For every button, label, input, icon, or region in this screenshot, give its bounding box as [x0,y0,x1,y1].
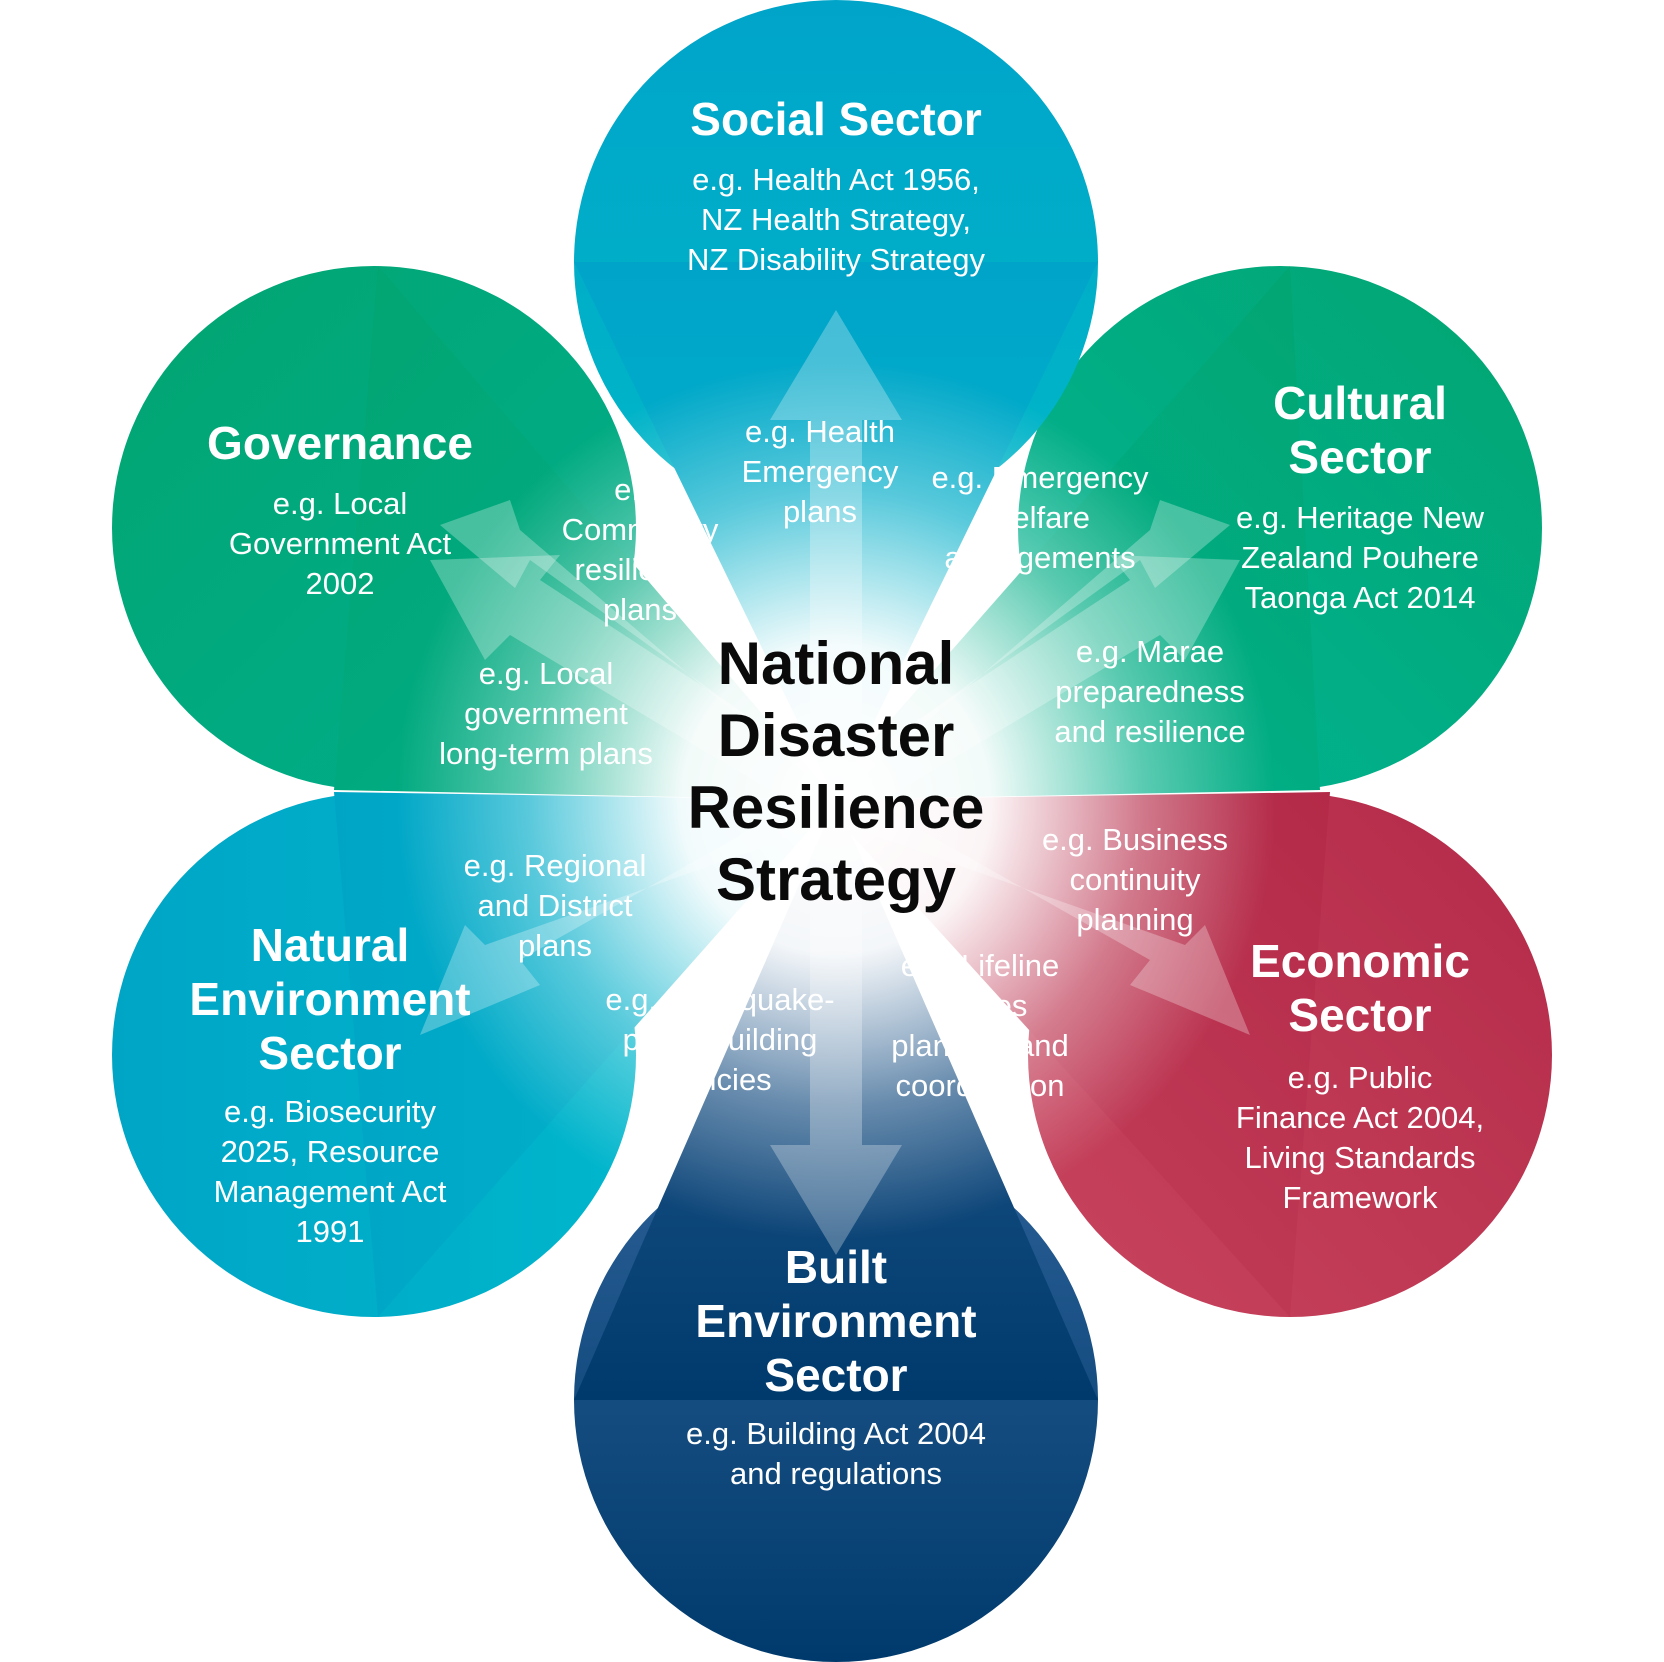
arrow-label-business-continuity: e.g. Business continuity planning [1041,822,1229,937]
economic-sector-example: e.g. Public Finance Act 2004, Living Sta… [1235,1060,1485,1215]
arrows [420,310,1250,1255]
arrow-label-marae: e.g. Marae preparedness and resilience [1054,634,1246,749]
cultural-sector-title: Cultural Sector [1273,377,1447,483]
natural-environment-example: e.g. Biosecurity 2025, Resource Manageme… [213,1094,447,1249]
center-glow [396,360,1276,1240]
built-environment-example: e.g. Building Act 2004 and regulations [686,1416,986,1491]
arrow-label-regional-district: e.g. Regional and District plans [463,848,647,963]
arrow-upper-right [826,555,1240,820]
arrow-down [770,800,902,1255]
arrow-label-lifeline: e.g. Lifeline utilities planning and coo… [891,948,1069,1103]
center-title: National Disaster Resilience Strategy [687,630,985,913]
arrow-label-health-emergency: e.g. Health Emergency plans [741,414,899,529]
arrow-up [770,310,902,800]
arrow-right [836,500,1230,800]
economic-sector-title: Economic Sector [1250,935,1470,1041]
governance-example: e.g. Local Government Act 2002 [228,486,452,601]
arrow-label-earthquake: e.g. Earthquake- prone building policies [605,982,835,1097]
arrow-left [440,500,836,800]
arrow-label-community-resilience: e.g. Community resilience plans [561,472,719,627]
social-sector-example: e.g. Health Act 1956, NZ Health Strategy… [686,162,986,277]
governance-title: Governance [207,417,473,469]
cultural-sector-example: e.g. Heritage New Zealand Pouhere Taonga… [1235,500,1485,615]
arrow-upper-left [430,555,846,820]
natural-environment-title: Natural Environment Sector [189,919,471,1079]
arrow-label-emergency-welfare: e.g. Emergency welfare arrangements [931,460,1149,575]
arrow-lower-left [420,790,840,1035]
arrow-label-local-government-ltp: e.g. Local government long-term plans [439,656,653,771]
arrow-lower-right [830,790,1250,1035]
social-sector-title: Social Sector [690,93,982,145]
built-environment-title: Built Environment Sector [695,1241,977,1401]
